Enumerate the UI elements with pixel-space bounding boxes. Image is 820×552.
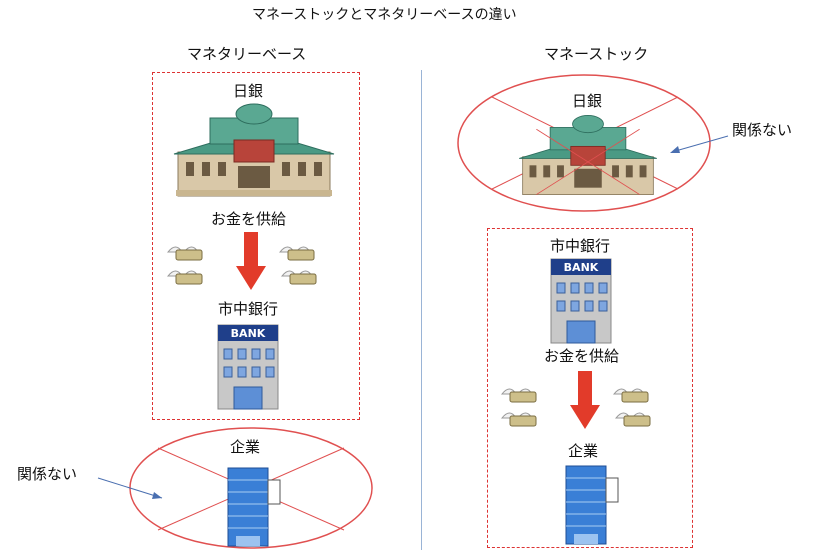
supply-arrow-icon [570,371,600,429]
boj-building-icon [519,115,657,195]
money-stock-box [487,228,693,548]
bank-sign: BANK [231,327,266,340]
diagram-title: マネーストックとマネタリーベースの違い [252,7,517,23]
column-divider [421,70,422,550]
right-bank-label: 市中銀行 [550,237,611,255]
company-building-icon [565,465,619,545]
bank-building-icon: BANK [550,258,612,344]
pointer-arrow-icon [670,135,729,153]
flying-money-icon [166,246,317,285]
flying-money-icon [500,388,651,427]
bank-building-icon: BANK [217,324,279,410]
left-heading: マネタリーベース [187,45,307,63]
right-boj-label: 日銀 [572,92,603,110]
left-boj-label: 日銀 [233,82,264,100]
left-irrelevant-label: 関係ない [17,465,78,483]
right-supply-label: お金を供給 [544,347,620,365]
company-building-icon [227,467,281,547]
left-company-label: 企業 [230,438,261,456]
supply-arrow-icon [236,232,266,290]
boj-building-icon [173,103,335,197]
right-irrelevant-label: 関係ない [732,121,793,139]
right-company-label: 企業 [568,442,599,460]
bank-sign: BANK [564,261,599,274]
pointer-arrow-icon [97,477,163,499]
left-bank-label: 市中銀行 [218,300,279,318]
left-supply-label: お金を供給 [211,210,287,228]
monetary-base-box [152,72,360,420]
right-heading: マネーストック [544,45,649,63]
